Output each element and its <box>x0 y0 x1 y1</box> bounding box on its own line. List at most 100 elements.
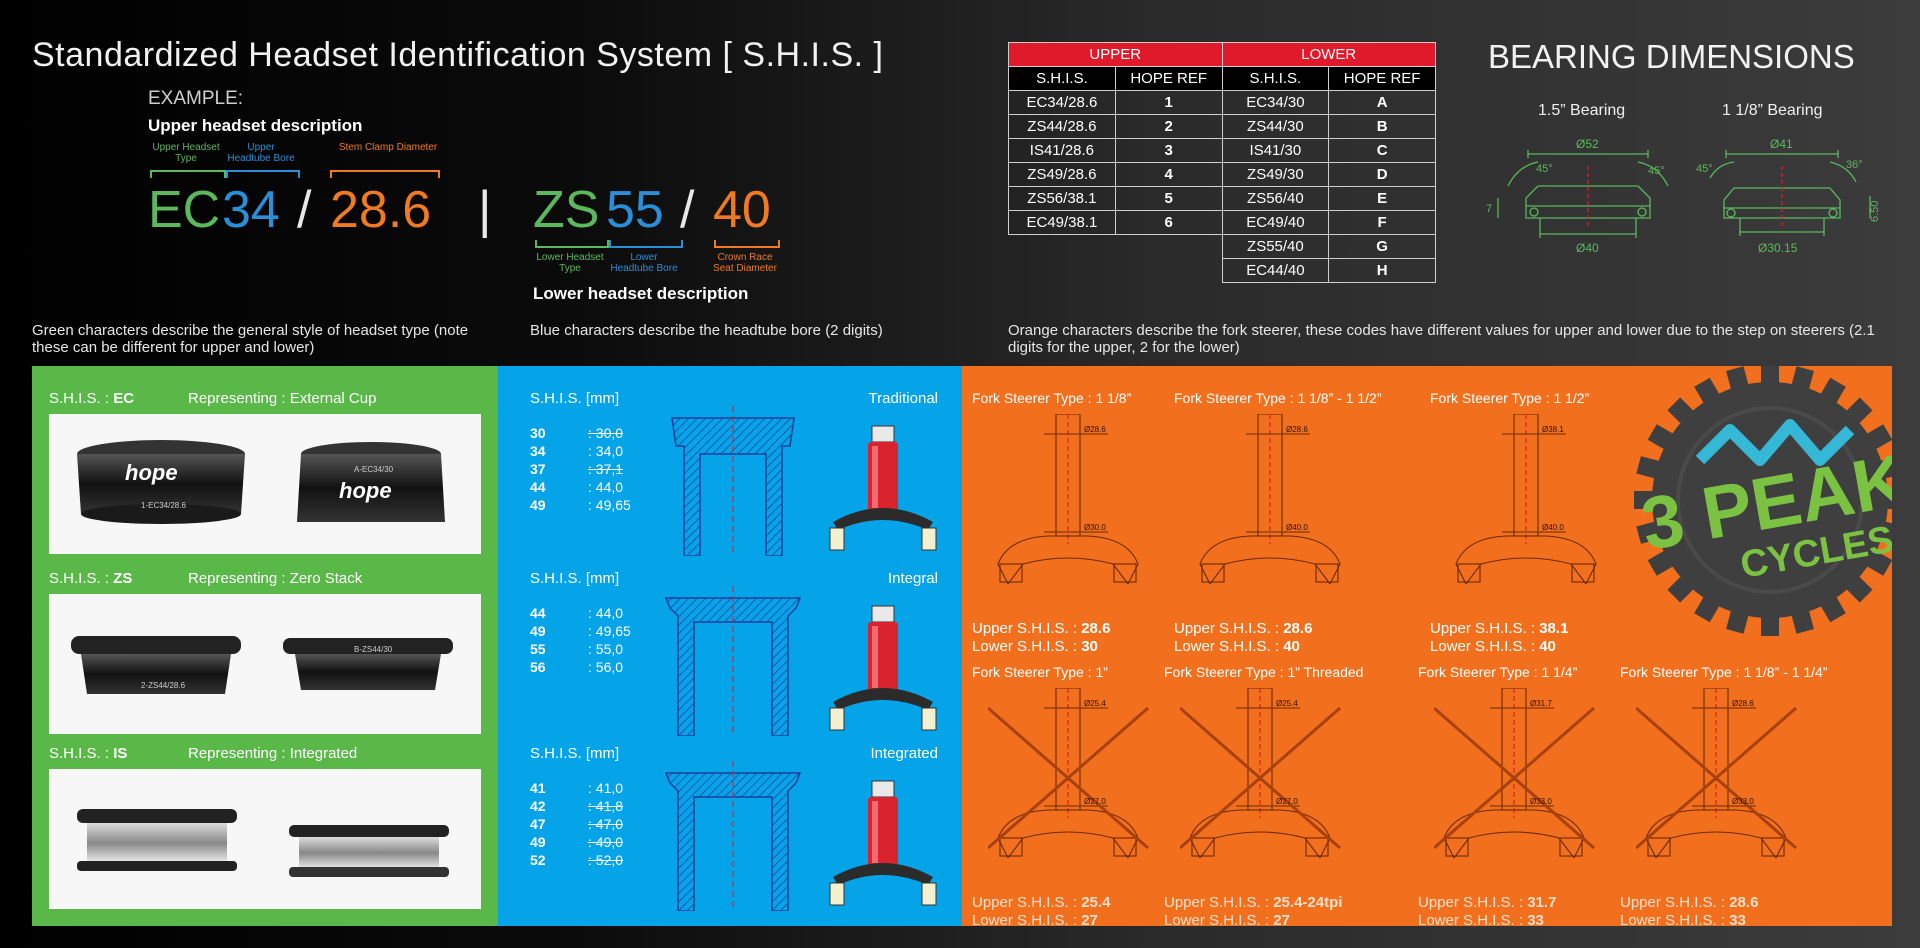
upper-ref-cell: 3 <box>1114 138 1223 163</box>
shis-values: Upper S.H.I.S. : 25.4 Lower S.H.I.S. : 2… <box>972 894 1110 926</box>
lower-bore-bracket <box>609 240 683 248</box>
upper-diameter-bracket <box>330 170 440 178</box>
headset-type-code: ZS <box>113 570 133 587</box>
headtube-cross-section <box>664 586 937 736</box>
lower-slash: / <box>680 181 695 239</box>
green-shis-label: S.H.I.S. : IS <box>49 745 128 762</box>
fork-crown-drawing: Ø25.4 Ø27.0 <box>988 688 1149 858</box>
bearing-2-height: 6.50 <box>1869 201 1881 222</box>
example-divider: | <box>478 181 492 239</box>
shis-values: Upper S.H.I.S. : 31.7 Lower S.H.I.S. : 3… <box>1418 894 1556 926</box>
headset-type-code: IS <box>113 745 128 762</box>
lower-ref-cell: B <box>1328 114 1436 139</box>
upper-header: UPPER <box>1008 42 1223 67</box>
lower-shis-cell: IS41/30 <box>1221 138 1330 163</box>
logo-chainring-tooth <box>1884 491 1892 509</box>
upper-type-bracket <box>150 170 226 178</box>
bearing-2-name: 1 1/8” Bearing <box>1722 102 1823 119</box>
logo-chainring-tooth <box>1726 366 1750 393</box>
fork-steerer-type-label: Fork Steerer Type : 1” <box>972 664 1108 680</box>
hope-reference-table: UPPER LOWER S.H.I.S. HOPE REF S.H.I.S. H… <box>1008 42 1437 283</box>
upper-shis-value: Upper S.H.I.S. : 28.6 <box>1174 620 1313 637</box>
headset-cups-illustration: 2-ZS44/28.6 B-ZS44/30 <box>71 636 453 694</box>
lower-ref-cell: H <box>1328 258 1436 283</box>
bearing-2-drawing <box>1709 150 1871 236</box>
fork-steerer-type-label: Fork Steerer Type : 1 1/8” - 1 1/2” <box>1174 390 1382 406</box>
fork-crown-drawing: Ø28.6 Ø33.0 <box>1636 688 1797 858</box>
headset-cups-illustration <box>77 809 449 877</box>
bore-size-row: 30: 30,0 <box>530 425 624 441</box>
logo-chainring-tooth <box>1636 520 1663 544</box>
lower-shis-cell: EC44/40 <box>1221 258 1330 283</box>
lower-description-label: Lower headset description <box>533 284 749 303</box>
fork-crown-drawing: Ø28.6 Ø30.0 <box>997 414 1139 584</box>
bore-size-row: 41: 41,0 <box>530 780 624 796</box>
lower-type-label: Lower Headset Type <box>536 252 604 274</box>
bore-size-row: 49: 49,65 <box>530 623 631 639</box>
bearing-1-height: 7 <box>1486 203 1492 215</box>
blue-shis-label: S.H.I.S. [mm] <box>530 745 620 762</box>
shis-values: Upper S.H.I.S. : 38.1 Lower S.H.I.S. : 4… <box>1430 620 1568 656</box>
lower-ref-cell: C <box>1328 138 1436 163</box>
logo-chainring-tooth <box>1790 607 1814 634</box>
headtube-cross-section <box>671 406 937 556</box>
steerer-top-dim: Ø28.6 <box>1732 699 1754 708</box>
lower-bore-label: Lower Headtube Bore <box>610 252 678 274</box>
upper-shis-cell: IS41/28.6 <box>1008 138 1116 163</box>
lower-ref-cell: A <box>1328 90 1436 115</box>
bore-kind-label: Traditional <box>868 390 938 407</box>
cup-engraving: 1-EC34/28.6 <box>141 501 186 510</box>
lower-diameter-code: 40 <box>713 181 771 239</box>
logo-chain <box>1695 419 1855 466</box>
steerer-bottom-dim: Ø33.0 <box>1530 797 1552 806</box>
example-label: EXAMPLE: <box>148 88 244 109</box>
bearing-2-angle-right: 36° <box>1846 159 1863 171</box>
bearing-1-drawing <box>1497 150 1669 238</box>
lower-shis-value: Lower S.H.I.S. : 33 <box>1620 912 1746 926</box>
green-representing-label: Representing : Zero Stack <box>188 570 363 587</box>
logo-chainring-tooth <box>1819 594 1846 623</box>
green-shis-label: S.H.I.S. : EC <box>49 390 135 407</box>
bore-kind-label: Integrated <box>870 745 938 762</box>
logo-chainring-tooth <box>1864 424 1892 451</box>
logo-chainring-tooth <box>1636 456 1663 480</box>
upper-type-code: EC <box>148 181 221 239</box>
logo-chainring-tooth <box>1761 366 1779 386</box>
logo-chainring-tooth <box>1647 549 1676 576</box>
headset-cups-illustration: hope hope 1-EC34/28.6 A-EC34/30 <box>77 440 445 524</box>
logo-chainring-tooth <box>1726 607 1750 634</box>
lower-shis-cell: ZS44/30 <box>1221 114 1330 139</box>
lower-bore-code: 55 <box>606 181 664 239</box>
lower-shis-cell: EC34/30 <box>1221 90 1330 115</box>
blue-shis-label: S.H.I.S. [mm] <box>530 390 620 407</box>
hope-logo-mark: hope <box>125 460 178 485</box>
upper-type-label: Upper Headset Type <box>152 142 220 164</box>
logo-chainring-tooth <box>1877 520 1892 544</box>
bore-size-row: 52: 52,0 <box>530 852 624 868</box>
lower-shis-cell: ZS55/40 <box>1221 234 1330 259</box>
col-ref-lower: HOPE REF <box>1328 66 1436 91</box>
upper-ref-cell: 5 <box>1114 186 1223 211</box>
fork-crown-drawing: Ø25.4 Ø27.0 <box>1180 688 1341 858</box>
cup-engraving: 2-ZS44/28.6 <box>141 681 186 690</box>
bearing-2-bottom-dim: Ø30.15 <box>1758 241 1798 255</box>
bore-size-row: 37: 37,1 <box>530 461 624 477</box>
lower-diameter-label: Crown Race Seat Diameter <box>713 252 777 274</box>
col-ref-upper: HOPE REF <box>1114 66 1223 91</box>
bearing-drawings: Ø52 Ø40 45° 45° 7 Ø41 Ø30.15 45° 36° 6.5… <box>1486 137 1881 255</box>
fork-steerer-type-label: Fork Steerer Type : 1 1/8” <box>972 390 1132 406</box>
blue-shis-label: S.H.I.S. [mm] <box>530 570 620 587</box>
logo-chainring-tooth <box>1761 614 1779 636</box>
blue-note: Blue characters describe the headtube bo… <box>530 322 883 339</box>
steerer-bottom-dim: Ø30.0 <box>1084 523 1106 532</box>
fork-steerer-type-label: Fork Steerer Type : 1 1/8” - 1 1/4” <box>1620 664 1828 680</box>
bore-size-row: 47: 47,0 <box>530 816 624 832</box>
bearing-title: BEARING DIMENSIONS <box>1488 38 1855 75</box>
logo-chainring-tooth <box>1667 574 1696 603</box>
lower-ref-cell: G <box>1328 234 1436 259</box>
lower-shis-value: Lower S.H.I.S. : 40 <box>1430 638 1556 655</box>
headset-photo: hope hope 1-EC34/28.6 A-EC34/30 <box>49 414 481 554</box>
